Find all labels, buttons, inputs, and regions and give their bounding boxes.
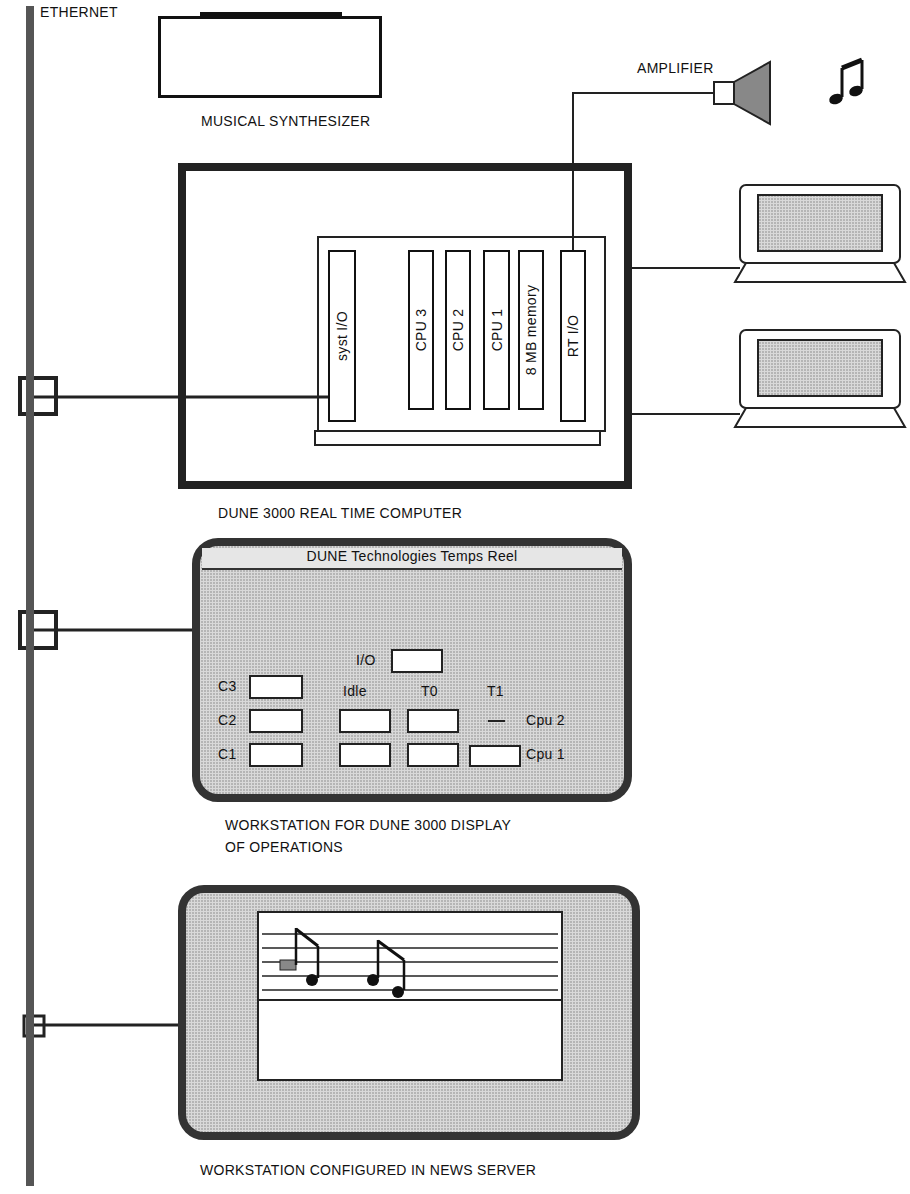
status-label: Cpu 1 <box>526 746 565 763</box>
workstation-shell <box>182 889 636 1136</box>
network-cable <box>34 396 328 399</box>
caption: DUNE 3000 REAL TIME COMPUTER <box>218 505 462 522</box>
caption: ETHERNET <box>40 4 118 21</box>
board-label: RT I/O <box>565 315 582 358</box>
terminal <box>632 330 905 427</box>
rt-io-board: RT I/O <box>560 250 586 422</box>
news-workstation: WORKSTATION CONFIGURED IN NEWS SERVER <box>178 885 640 1140</box>
caption: AMPLIFIER <box>637 60 714 77</box>
window-title: DUNE Technologies Temps Reel <box>192 548 632 565</box>
status-label: C3 <box>218 678 237 695</box>
status-label: Cpu 2 <box>526 712 565 729</box>
status-label: C2 <box>218 712 237 729</box>
terminal <box>632 185 905 282</box>
computer-housing <box>182 167 628 485</box>
cpu-board: CPU 2 <box>445 250 471 410</box>
status-label: I/O <box>356 652 376 669</box>
network-cable <box>34 629 192 632</box>
cpu-board: CPU 3 <box>408 250 434 410</box>
ethernet-bus: ETHERNET <box>26 6 34 1186</box>
caption: WORKSTATION CONFIGURED IN NEWS SERVER <box>200 1162 536 1179</box>
board-label: CPU 2 <box>450 309 467 352</box>
title-rule <box>202 568 622 570</box>
card-cage <box>318 237 605 431</box>
network-cable <box>573 93 713 250</box>
board-label: CPU 3 <box>413 309 430 352</box>
speaker-cone <box>734 62 770 124</box>
workstation-shell <box>196 542 628 798</box>
card-rail <box>315 431 600 445</box>
amplifier-speaker: AMPLIFIER <box>713 62 771 124</box>
synthesizer-box: MUSICAL SYNTHESIZER <box>158 16 382 98</box>
display-workstation: DUNE Technologies Temps ReelWORKSTATION … <box>192 538 632 802</box>
board-label: syst I/O <box>334 311 351 361</box>
network-cable <box>34 1024 178 1027</box>
memory-board: 8 MB memory <box>518 250 544 410</box>
caption: MUSICAL SYNTHESIZER <box>201 113 370 130</box>
system-io-board: syst I/O <box>328 250 356 422</box>
status-label: Idle <box>343 683 367 700</box>
board-label: 8 MB memory <box>523 285 540 375</box>
board-label: CPU 1 <box>488 309 505 352</box>
speaker-magnet <box>714 82 734 104</box>
score-window <box>258 912 562 1080</box>
status-label: T0 <box>421 683 438 700</box>
score-notes <box>280 928 404 998</box>
caption: WORKSTATION FOR DUNE 3000 DISPLAY OF OPE… <box>225 814 525 859</box>
status-box <box>250 650 520 766</box>
computer-box: DUNE 3000 REAL TIME COMPUTERsyst I/OCPU … <box>178 163 632 489</box>
status-label: C1 <box>218 746 237 763</box>
music-note <box>828 60 865 106</box>
cpu-board: CPU 1 <box>483 250 510 410</box>
status-label: T1 <box>487 683 504 700</box>
idle-dash <box>488 720 505 722</box>
music-staff <box>258 934 562 1000</box>
